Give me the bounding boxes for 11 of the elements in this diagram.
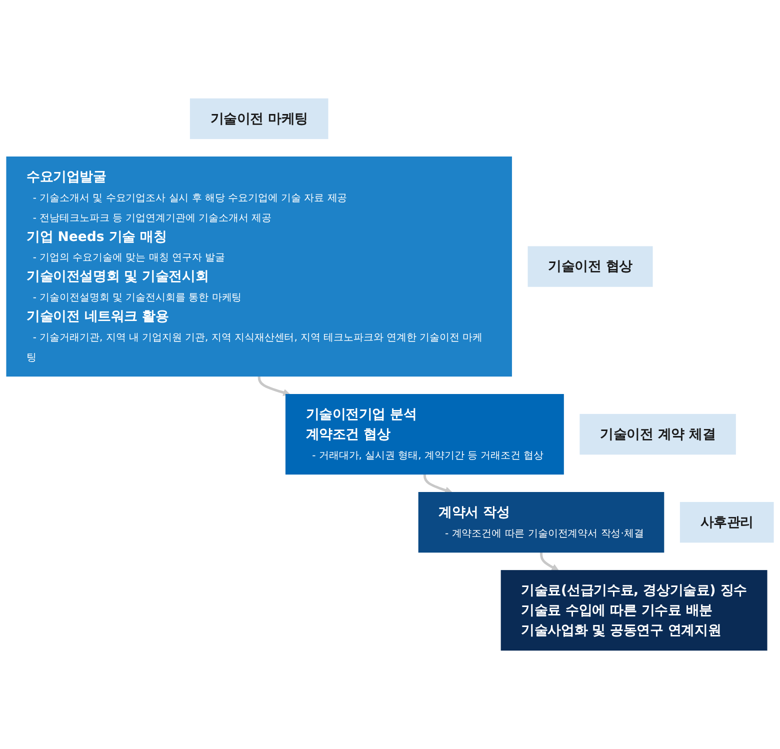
node-box: 기술이전 협상 [528,246,653,287]
node-box: 계약서 작성 - 계약조건에 따른 기술이전계약서 작성·체결 [418,492,664,553]
arrow [423,474,452,494]
node-box: 기술이전기업 분석 계약조건 협상 - 거래대가, 실시권 형태, 계약기간 등 거래조건 협상 [285,394,564,475]
arrow [540,552,559,571]
arrow [258,376,290,396]
node-box: 기술이전 마케팅 [190,98,328,140]
node-box: 기술료(선급기수료, 경상기술료) 징수 기술료 수입에 따른 기수료 배분 기술사업화 및 공동연구 연계지원 [500,570,768,651]
node-box: 수요기업발굴 - 기술소개서 및 수요기업조사 실시 후 해당 수요기업에 기술 자료 제공 - 전남테크노파크 등 기업연계기관에 기술소개서 제공 기업 Needs 기술 매칭 - 기업의 수요기술에 맞는 매칭 연구자 발굴 기술이전설명회 및 기술전시회 - 기술이전설명회 및 기술전시회를 통한 마케팅 기술이전 네트워크 활용 - 기술거래기관, 지역 내 기업지원 기관, 지역 지식재산센터, 지역 테크노파크와 연계한 기술이전 마케팅 [6,156,512,377]
node-box: 사후관리 [680,502,774,543]
node-box: 기술이전 계약 체결 [580,414,736,455]
